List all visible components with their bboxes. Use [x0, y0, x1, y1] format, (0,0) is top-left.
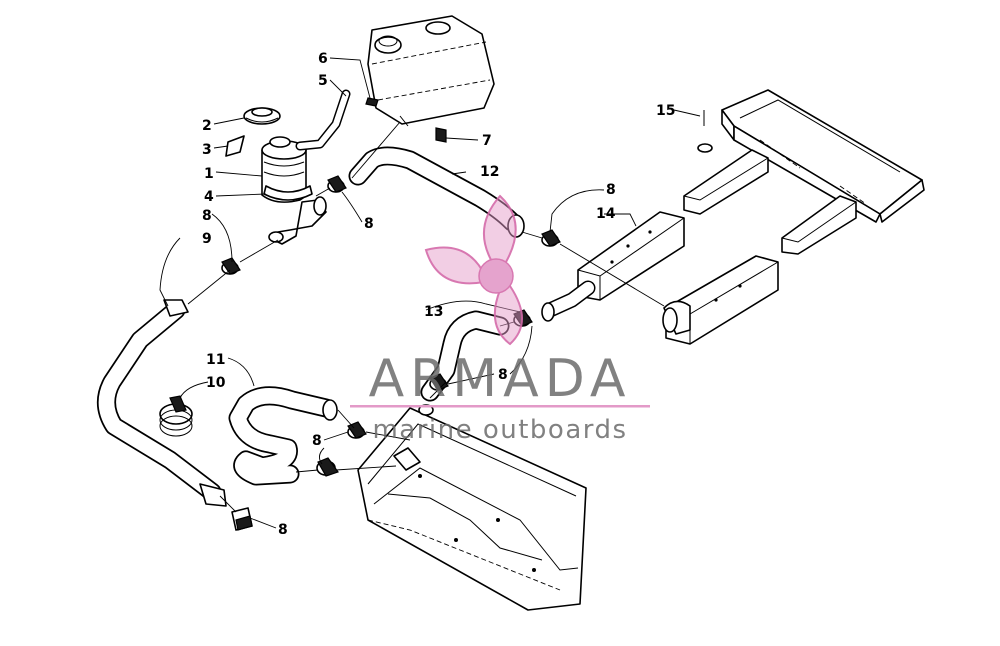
coolant-bottle: [261, 136, 327, 245]
callout-8: 8: [312, 433, 322, 449]
callout-5: 5: [318, 73, 328, 89]
radiator-cap: [243, 107, 281, 125]
heat-exchanger-rear: [662, 255, 779, 345]
callout-10: 10: [206, 375, 226, 391]
armada-watermark: ARMADA marine outboards: [350, 194, 650, 445]
callout-1: 1: [204, 166, 214, 182]
callout-15: 15: [656, 103, 675, 119]
callout-6: 6: [318, 51, 328, 67]
brand-divider: [350, 405, 650, 408]
cap-gasket: [225, 135, 245, 157]
heat-exchanger-front: [541, 211, 685, 322]
callout-9: 9: [202, 231, 212, 247]
hose-clamp: [316, 457, 339, 477]
mounting-bolt: [697, 110, 713, 153]
propeller-logo-icon: [424, 194, 523, 346]
assembly-lines: [187, 121, 665, 513]
callout-14: 14: [596, 206, 616, 222]
long-hose: [97, 299, 227, 507]
mounting-screw: [365, 97, 379, 107]
engine-mounting-plate: [357, 404, 587, 611]
hose-clamp: [221, 257, 241, 275]
callout-8: 8: [498, 367, 508, 383]
callout-8: 8: [364, 216, 374, 232]
brand-name: ARMADA: [369, 349, 632, 409]
callout-leaders: [159, 57, 701, 529]
hose-clamp: [231, 507, 253, 531]
callout-12: 12: [480, 164, 499, 180]
lower-hose: [420, 310, 510, 402]
callout-8: 8: [606, 182, 616, 198]
hose-clamp: [541, 229, 561, 247]
tunnel-exchanger-legs: [683, 139, 867, 255]
callout-13: 13: [424, 304, 443, 320]
overflow-tube: [295, 89, 351, 151]
callout-7: 7: [482, 133, 492, 149]
spring-clamp: [159, 395, 193, 437]
callout-2: 2: [202, 118, 212, 134]
callout-8: 8: [202, 208, 212, 224]
drain-fitting: [435, 127, 447, 143]
hose-clamp: [327, 175, 347, 193]
callout-4: 4: [204, 189, 214, 205]
s-shaped-hose: [228, 386, 338, 486]
callout-labels: 1 2 3 4 5 6 7 8 8 8 8 8 8 9 10 11 12 13 …: [202, 51, 675, 538]
callout-3: 3: [202, 142, 212, 158]
callout-11: 11: [206, 352, 225, 368]
brand-tagline: marine outboards: [372, 415, 627, 445]
callout-8: 8: [278, 522, 288, 538]
reservoir-tank: [367, 15, 495, 127]
